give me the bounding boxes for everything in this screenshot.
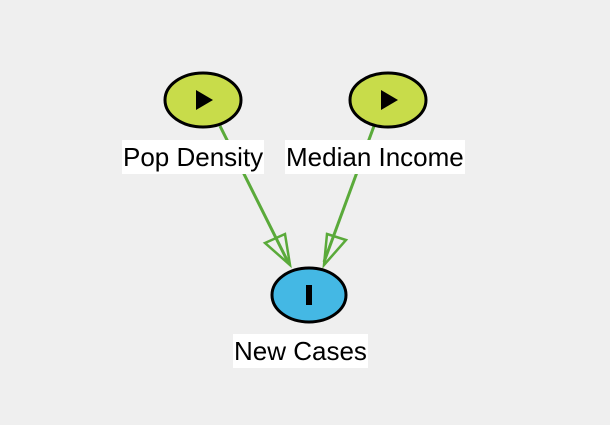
node-new-cases[interactable] [270,266,348,324]
node-label-new-cases: New Cases [233,334,368,368]
bar-icon [306,285,312,305]
edge-arrowhead-median-income [322,232,349,269]
node-median-income[interactable] [348,71,428,129]
node-label-median-income: Median Income [285,140,465,174]
node-label-pop-density: Pop Density [122,140,265,174]
node-pop-density[interactable] [163,71,243,129]
play-icon [381,90,398,110]
edge-arrowhead-pop-density [262,232,292,269]
play-icon [196,90,213,110]
